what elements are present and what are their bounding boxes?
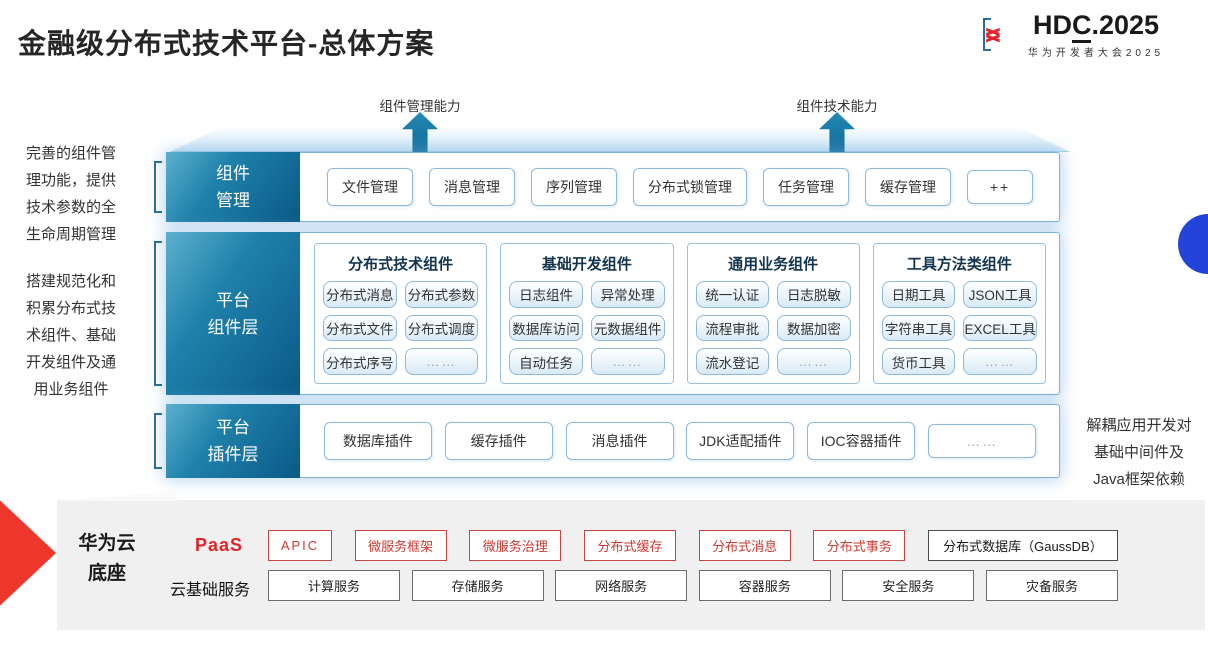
- iaas-item: 计算服务: [268, 570, 400, 601]
- hdc-logo: <HDC.2025> 华为开发者大会2025: [983, 10, 1196, 59]
- component-item: EXCEL工具: [963, 314, 1037, 342]
- hdc-logo-subtitle: 华为开发者大会2025: [1027, 48, 1165, 59]
- component-item: 数据加密: [777, 314, 851, 342]
- component-item: 日志组件: [509, 281, 583, 308]
- component-columns: 分布式技术组件分布式消息分布式参数分布式文件分布式调度分布式序号……基础开发组件…: [301, 233, 1059, 394]
- plugin-item: ……: [928, 424, 1037, 458]
- component-column-grid: 统一认证日志脱敏流程审批数据加密流水登记 ……: [695, 281, 851, 375]
- arrow-label-management: 组件管理能力: [379, 99, 461, 114]
- component-item: 字符串工具: [881, 314, 956, 342]
- hdc-logo-text: <HDC.2025>: [983, 10, 1196, 51]
- row-platform-plugins: 平台 插件层 数据库插件缓存插件消息插件 JDK适配插件 IOC容器插件 ……: [154, 404, 1060, 478]
- plugin-item: IOC容器插件: [807, 422, 916, 460]
- component-item: 分布式参数: [404, 281, 479, 308]
- component-item: JSON工具: [963, 281, 1037, 308]
- logo-part2: C: [1071, 10, 1092, 43]
- component-item: ……: [404, 348, 479, 375]
- red-arrow-icon: [0, 500, 56, 606]
- row-label-component-management: 组件 管理: [166, 152, 300, 222]
- paas-item: 微服务框架: [354, 530, 447, 561]
- plugin-item: 数据库插件: [323, 422, 432, 460]
- component-column-title: 工具方法类组件: [906, 256, 1012, 273]
- iaas-item: 容器服务: [698, 570, 831, 601]
- management-item: 缓存管理: [865, 168, 951, 206]
- iaas-item: 网络服务: [555, 570, 688, 601]
- management-item: 文件管理: [327, 168, 413, 206]
- component-item: 自动任务: [509, 348, 583, 375]
- paas-item: 分布式消息: [698, 530, 791, 561]
- component-item: 分布式调度: [404, 314, 479, 342]
- component-item: ……: [963, 348, 1037, 375]
- management-item: 消息管理: [429, 168, 515, 206]
- decorative-blue-circle: [1178, 214, 1208, 274]
- component-column-title: 通用业务组件: [728, 256, 819, 273]
- component-item: 分布式消息: [323, 281, 397, 308]
- paas-label: PaaS: [194, 535, 244, 555]
- row-label-platform-components: 平台 组件层: [166, 232, 300, 395]
- component-column: 分布式技术组件分布式消息分布式参数分布式文件分布式调度分布式序号 ……: [314, 243, 488, 384]
- cloud-fold-decoration: [57, 491, 177, 501]
- logo-part1: HD: [1032, 10, 1072, 40]
- annotation-right: 解耦应用开发对 基础中间件及 Java框架依赖: [1086, 417, 1192, 488]
- management-item: 分布式锁管理: [633, 168, 747, 206]
- iaas-label: 云基础服务: [169, 582, 250, 599]
- management-item: 序列管理: [531, 168, 617, 206]
- component-item: 流程审批: [695, 314, 770, 342]
- platform-top-band: [170, 126, 1070, 152]
- row-label-platform-plugins: 平台 插件层: [166, 404, 300, 478]
- component-item: 流水登记: [695, 348, 770, 375]
- paas-db-item: 分布式数据库（GaussDB）: [927, 530, 1118, 561]
- component-item: 分布式序号: [323, 348, 397, 375]
- component-item: 货币工具: [881, 348, 956, 375]
- component-column-title: 基础开发组件: [541, 256, 632, 273]
- annotation-left-top: 完善的组件管 理功能，提供 技术参数的全 生命周期管理: [25, 145, 116, 243]
- annotation-left-bottom: 搭建规范化和 积累分布式技 术组件、基础 开发组件及通 用业务组件: [25, 273, 116, 398]
- component-column: 基础开发组件日志组件异常处理数据库访问元数据组件自动任务 ……: [500, 243, 674, 384]
- component-item: 分布式文件: [323, 314, 397, 342]
- component-column-grid: 日志组件异常处理数据库访问元数据组件自动任务 ……: [509, 281, 665, 375]
- plugin-item: JDK适配插件: [686, 422, 795, 460]
- component-item: 统一认证: [695, 281, 770, 308]
- plugin-item: 缓存插件: [444, 422, 553, 460]
- component-item: 异常处理: [590, 281, 665, 308]
- left-bracket-icon: [154, 241, 162, 386]
- component-item: ……: [590, 348, 665, 375]
- cloud-base-label: 华为云 底座: [78, 533, 136, 584]
- left-bracket-icon: [154, 413, 162, 469]
- component-column-title: 分布式技术组件: [348, 256, 454, 273]
- iaas-item: 灾备服务: [985, 570, 1118, 601]
- component-item: 日志脱敏: [777, 281, 851, 308]
- component-item: 元数据组件: [590, 314, 665, 342]
- management-item: 任务管理: [763, 168, 849, 206]
- plugin-item: 消息插件: [565, 422, 674, 460]
- paas-item: APIC: [268, 530, 332, 561]
- paas-item: 分布式事务: [813, 530, 906, 561]
- paas-item: 分布式缓存: [583, 530, 676, 561]
- iaas-item: 安全服务: [842, 570, 975, 601]
- huawei-cloud-base: [57, 491, 1205, 630]
- component-item: ……: [777, 348, 851, 375]
- row-component-management: 组件 管理 文件管理消息管理序列管理分布式锁管理任务管理缓存管理 ++: [154, 152, 1060, 222]
- iaas-item: 存储服务: [411, 570, 544, 601]
- paas-item: 微服务治理: [469, 530, 562, 561]
- component-item: 数据库访问: [509, 314, 583, 342]
- logo-bracket-right: >: [983, 18, 1001, 51]
- left-bracket-icon: [154, 161, 162, 213]
- component-item: 日期工具: [881, 281, 956, 308]
- plugin-items: 数据库插件缓存插件消息插件 JDK适配插件 IOC容器插件 ……: [301, 405, 1059, 477]
- component-column-grid: 分布式消息分布式参数分布式文件分布式调度分布式序号 ……: [323, 281, 479, 375]
- iaas-services: 计算服务存储服务网络服务容器服务安全服务灾备服务: [268, 570, 1118, 601]
- arrow-label-technology: 组件技术能力: [796, 99, 878, 114]
- paas-services: APIC 微服务框架微服务治理分布式缓存分布式消息分布式事务 分布式数据库（Gau…: [268, 530, 1118, 561]
- management-items: 文件管理消息管理序列管理分布式锁管理任务管理缓存管理 ++: [301, 153, 1059, 221]
- management-item: ++: [967, 170, 1033, 204]
- row-platform-components: 平台 组件层 分布式技术组件分布式消息分布式参数分布式文件分布式调度分布式序号 ……: [154, 232, 1060, 395]
- page-title: 金融级分布式技术平台-总体方案: [18, 28, 435, 59]
- logo-part3: .2025: [1091, 10, 1160, 40]
- component-column: 通用业务组件统一认证日志脱敏流程审批数据加密流水登记 ……: [686, 243, 860, 384]
